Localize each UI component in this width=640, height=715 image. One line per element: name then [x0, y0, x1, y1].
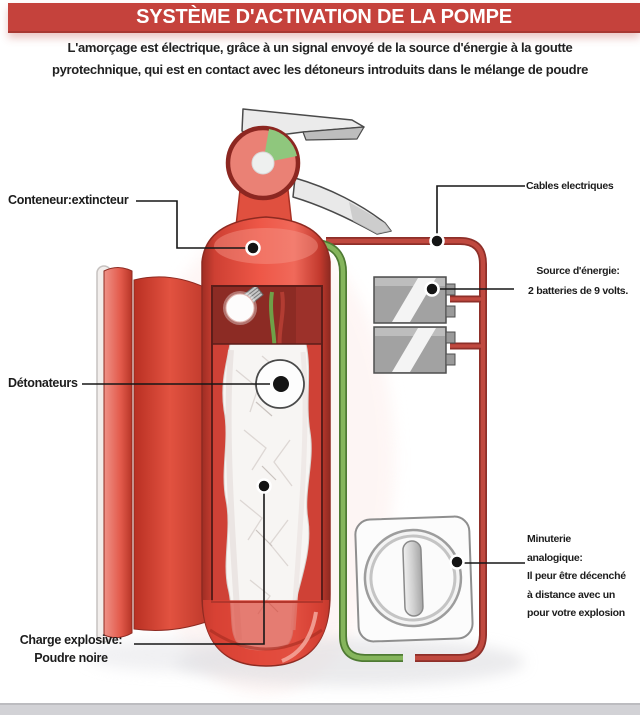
- page-title: SYSTÈME D'ACTIVATION DE LA POMPE: [136, 5, 512, 28]
- leader-charge: [134, 492, 265, 645]
- label-timer-line-1: Minuterie: [527, 533, 571, 545]
- floor-shadow-left: [85, 639, 255, 671]
- gauge-hub: [251, 151, 275, 175]
- label-cables: Cables electriques: [526, 180, 614, 192]
- subtitle: L'amorçage est électrique, grâce à un si…: [0, 37, 640, 81]
- subtitle-line-1: L'amorçage est électrique, grâce à un si…: [67, 40, 573, 55]
- peeled-shell-sheet-2: [133, 276, 207, 631]
- subtitle-line-2: pyrotechnique, qui est en contact avec l…: [51, 62, 589, 77]
- shoulder-highlight: [214, 228, 318, 264]
- battery-1-terminal-bottom: [445, 305, 456, 318]
- battery-2-terminal-bottom: [445, 353, 456, 366]
- label-container: Conteneur:extincteur: [8, 193, 129, 207]
- timer-knob: [402, 540, 424, 617]
- footer-band: [0, 703, 640, 715]
- label-power-line-2: 2 batteries de 9 volts.: [528, 285, 628, 297]
- cutaway-window: [211, 284, 323, 651]
- leader-cables: [436, 185, 525, 236]
- extinguisher: [96, 108, 392, 667]
- battery-2: [373, 326, 456, 374]
- dot-cables: [429, 233, 445, 249]
- dot-timer: [449, 554, 465, 570]
- dot-charge: [256, 478, 272, 494]
- label-power-source: Source d'énergie: 2 batteries de 9 volts…: [516, 261, 640, 301]
- anchor-dots: [245, 233, 465, 570]
- pressure-gauge: [225, 125, 301, 201]
- label-charge-line-1: Charge explosive:: [19, 633, 123, 647]
- label-timer-line-5: pour votre explosion: [527, 607, 625, 619]
- red-cable: [326, 237, 487, 662]
- dot-power: [424, 281, 440, 297]
- battery-1: [373, 276, 456, 324]
- bottom-dome: [203, 600, 329, 665]
- label-timer-line-4: à distance avec un: [527, 588, 615, 601]
- label-charge: Charge explosive: Poudre noire: [6, 631, 136, 667]
- igniter-bulb: [223, 284, 264, 325]
- title-banner: SYSTÈME D'ACTIVATION DE LA POMPE: [8, 3, 640, 33]
- label-timer-line-2: analogique:: [527, 551, 583, 564]
- leader-lines: [82, 185, 525, 645]
- label-charge-line-2: Poudre noire: [34, 651, 108, 665]
- dot-container: [245, 240, 261, 256]
- leader-container: [136, 200, 248, 249]
- gauge-green-zone: [263, 129, 297, 163]
- timer: [354, 515, 474, 643]
- detonator-dot: [273, 376, 289, 392]
- battery-2-terminal-top: [445, 331, 456, 344]
- label-detonators: Détonateurs: [8, 376, 78, 390]
- green-cable: [317, 239, 403, 662]
- label-timer-line-3: Il peur être décenché: [527, 570, 626, 582]
- label-power-line-1: Source d'énergie:: [536, 265, 620, 277]
- label-timer: Minuterie analogique: Il peur être décen…: [527, 530, 626, 623]
- peeled-shell-sheet-1: [103, 267, 133, 639]
- detonator: [255, 359, 305, 409]
